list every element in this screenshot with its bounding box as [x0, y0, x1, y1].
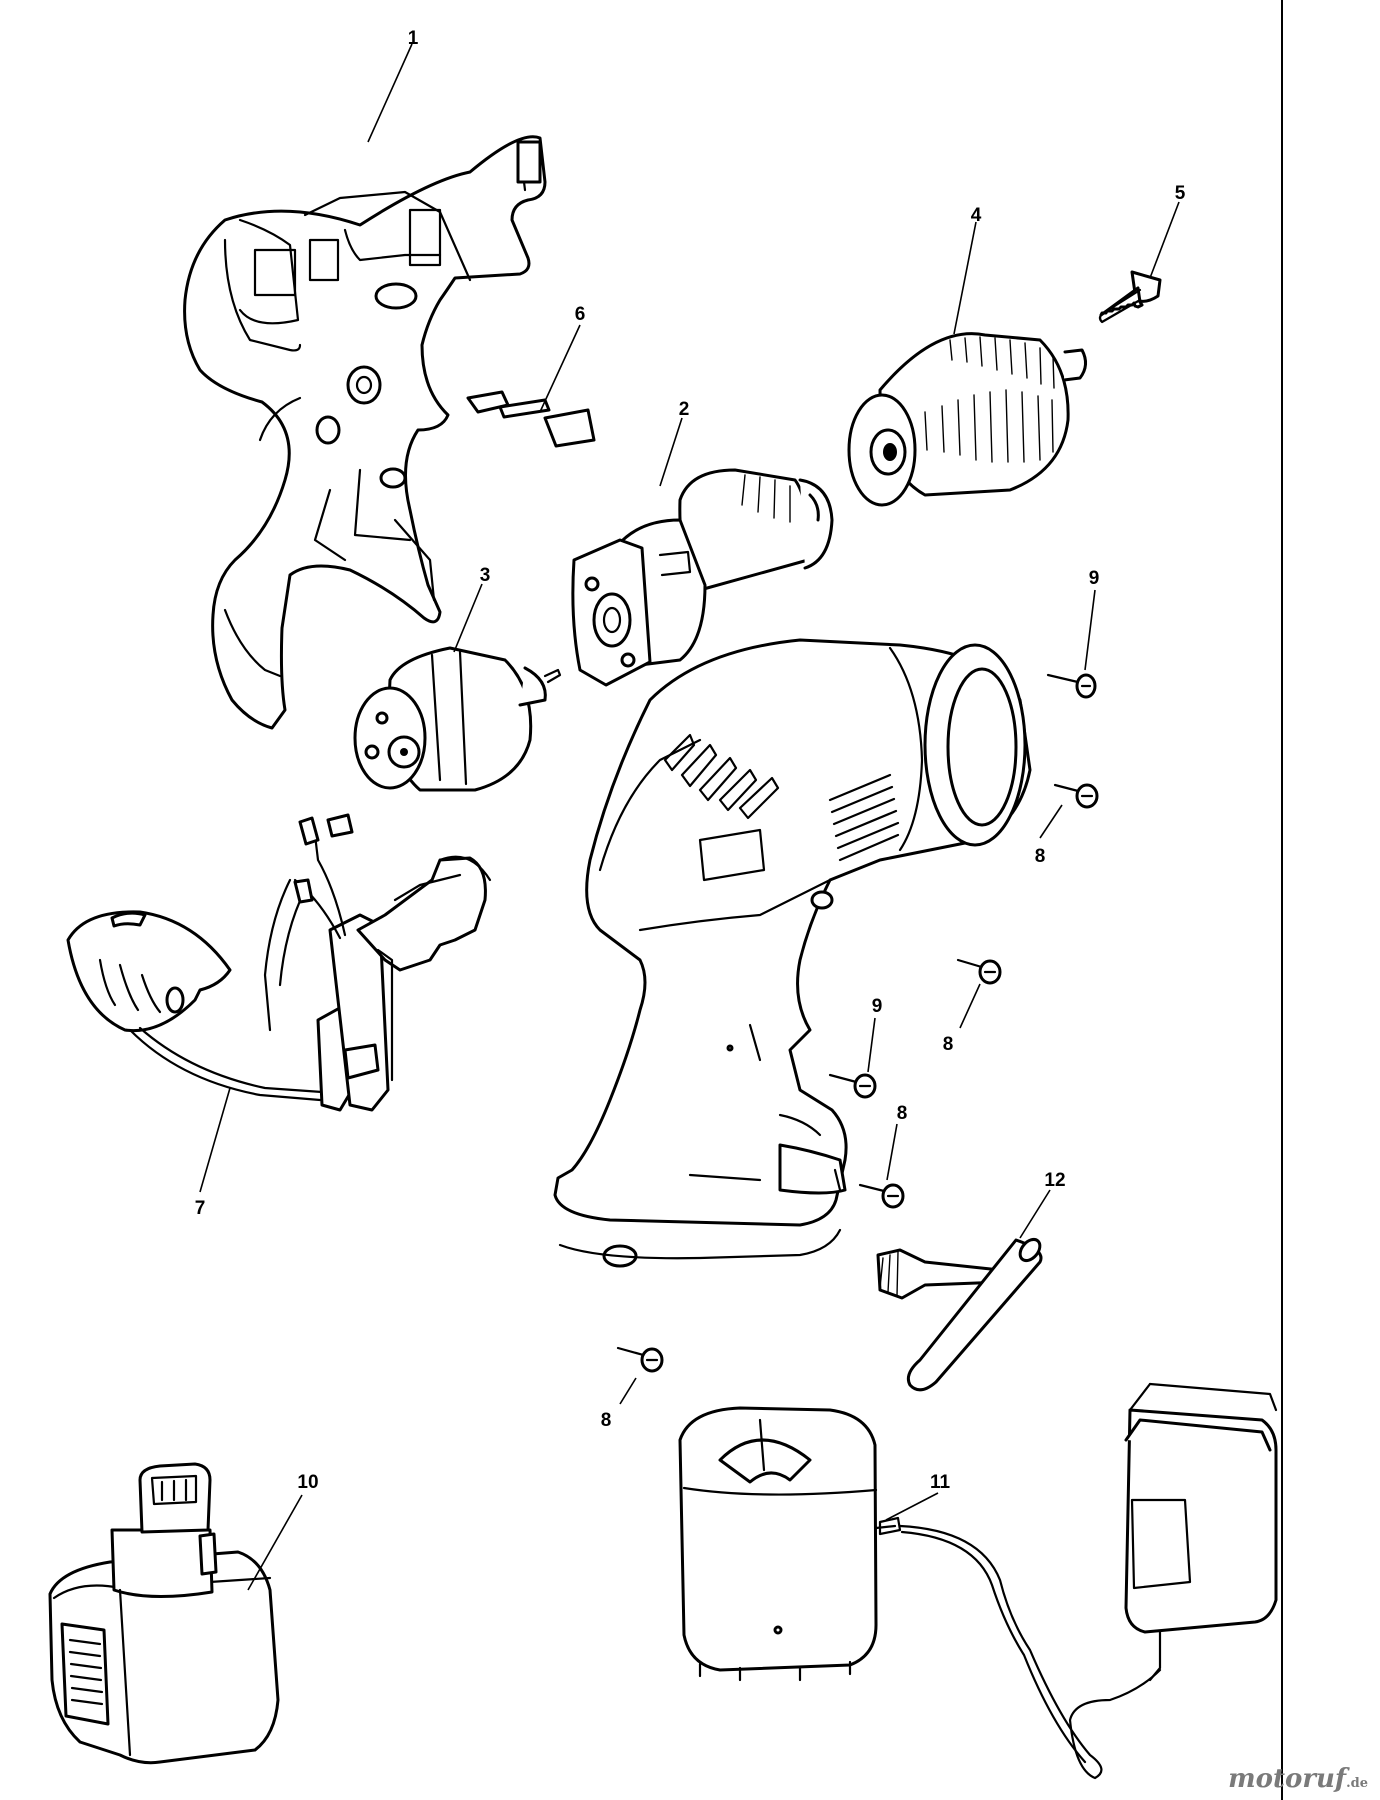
- screw-part-8-bottom: [616, 1346, 664, 1373]
- callout-6: 6: [575, 304, 586, 325]
- callout-8-lower: 8: [897, 1103, 908, 1124]
- screw-part-8-middle: [956, 958, 1002, 985]
- part-1-housing-half: [183, 135, 547, 730]
- callout-9-upper: 9: [1089, 568, 1100, 589]
- part-7-switch-assembly: [66, 813, 492, 1112]
- callout-8-middle: 8: [943, 1034, 954, 1055]
- callout-1: 1: [408, 28, 419, 49]
- part-3-motor: [353, 646, 562, 792]
- part-11-charger: [678, 1382, 1278, 1780]
- leader-lines: [199, 43, 1180, 1591]
- callout-10: 10: [297, 1472, 318, 1493]
- part-2-gearbox: [571, 468, 834, 687]
- screw-part-9-lower: [828, 1073, 877, 1099]
- screw-part-8-lower: [858, 1183, 905, 1209]
- watermark-brand: motoruf: [1228, 1764, 1347, 1794]
- watermark-tld: .de: [1346, 1776, 1368, 1791]
- part-5-chuck-screw: [1098, 270, 1162, 324]
- site-watermark: motoruf.de: [1228, 1764, 1368, 1794]
- drill-housing-assembly: [553, 638, 1032, 1268]
- part-6-forward-reverse-slider: [466, 390, 596, 448]
- callout-2: 2: [679, 399, 690, 420]
- part-10-battery-pack: [48, 1462, 280, 1765]
- callout-11: 11: [930, 1472, 951, 1493]
- callout-5: 5: [1175, 183, 1186, 204]
- screw-part-9-upper: [1046, 673, 1097, 699]
- callout-7: 7: [195, 1198, 206, 1219]
- callout-labels: 1 2 3 4 5 6 7 9 8 8 9 8 8 10 11 12: [195, 28, 1186, 1493]
- callout-8-bottom: 8: [601, 1410, 612, 1431]
- screw-part-8-right: [1053, 783, 1099, 809]
- callout-8-right: 8: [1035, 846, 1046, 867]
- callout-9-lower: 9: [872, 996, 883, 1017]
- callout-12: 12: [1044, 1170, 1065, 1191]
- part-4-keyed-chuck: [847, 332, 1087, 507]
- callout-4: 4: [971, 205, 982, 226]
- part-12-chuck-key: [876, 1237, 1043, 1392]
- callout-3: 3: [480, 565, 491, 586]
